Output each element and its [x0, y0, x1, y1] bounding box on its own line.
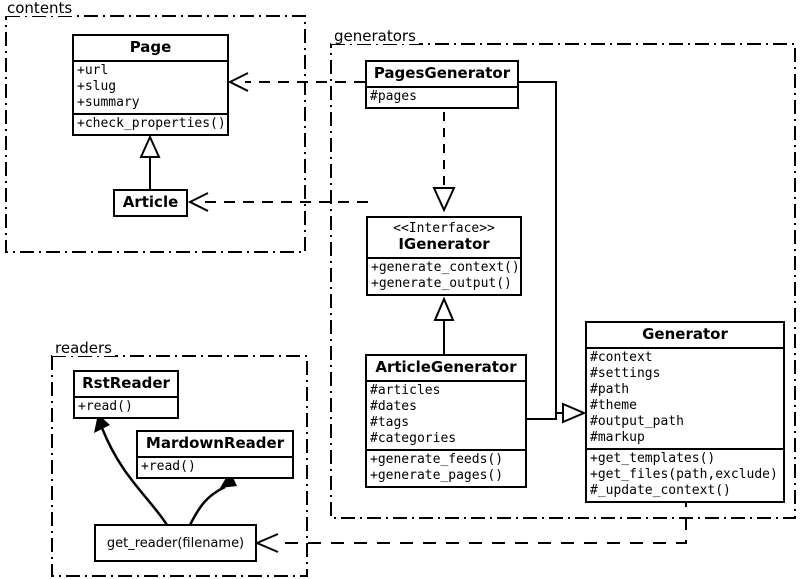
- attribute-row: #pages: [370, 89, 417, 104]
- class-name-page: Page: [129, 38, 172, 56]
- class-attributes-page: +url +slug +summary: [74, 60, 227, 113]
- method-row: +generate_context(): [371, 260, 520, 275]
- class-box-igenerator[interactable]: <<Interface>> IGenerator +generate_conte…: [366, 216, 522, 296]
- edge-articlegenerator-inherits-igenerator: [433, 296, 455, 355]
- class-box-pages-generator[interactable]: PagesGenerator #pages: [365, 60, 519, 109]
- method-row: +generate_feeds(): [370, 452, 504, 467]
- class-methods-article-generator: +generate_feeds() +generate_pages(): [367, 449, 525, 486]
- class-name-igenerator: <<Interface>> IGenerator: [368, 218, 520, 257]
- class-stereotype-igenerator: <<Interface>>: [393, 221, 495, 236]
- class-box-article-generator[interactable]: ArticleGenerator #articles #dates #tags …: [365, 354, 527, 488]
- method-row: +generate_output(): [371, 276, 512, 291]
- method-row: #_update_context(): [590, 483, 731, 498]
- method-row: +get_files(path,exclude): [590, 467, 778, 482]
- class-name-article-generator: ArticleGenerator: [375, 358, 517, 376]
- attribute-row: #output_path: [590, 414, 684, 429]
- class-name-text-igenerator: IGenerator: [398, 235, 490, 253]
- method-row: +get_templates(): [590, 451, 716, 466]
- attribute-row: #context: [590, 350, 653, 365]
- attribute-row: +slug: [77, 79, 117, 94]
- attribute-row: #articles: [370, 383, 441, 398]
- class-name-mardown-reader: MardownReader: [145, 434, 285, 452]
- class-name-rst-reader: RstReader: [82, 374, 170, 392]
- attribute-row: #settings: [590, 366, 661, 381]
- edge-articlegenerator-uses-article: [187, 192, 368, 212]
- attribute-row: +summary: [77, 95, 140, 110]
- class-methods-page: +check_properties(): [74, 113, 227, 134]
- class-methods-igenerator: +generate_context() +generate_output(): [368, 257, 520, 294]
- class-methods-mardown-reader: +read(): [138, 456, 292, 477]
- method-row: +read(): [141, 459, 196, 474]
- edge-article-inherits-page: [139, 134, 161, 190]
- class-box-generator[interactable]: Generator #context #settings #path #them…: [585, 321, 785, 503]
- attribute-row: #dates: [370, 399, 417, 414]
- class-attributes-article-generator: #articles #dates #tags #categories: [367, 380, 525, 449]
- attribute-row: +url: [77, 63, 109, 78]
- attribute-row: #tags: [370, 415, 410, 430]
- method-row: +check_properties(): [77, 116, 226, 131]
- class-box-page[interactable]: Page +url +slug +summary +check_properti…: [72, 34, 229, 136]
- function-name-get-reader: get_reader(filename): [106, 535, 245, 551]
- attribute-row: #markup: [590, 430, 645, 445]
- class-name-article: Article: [122, 193, 179, 211]
- package-label-generators: generators: [331, 29, 419, 44]
- class-name-pages-generator: PagesGenerator: [373, 64, 511, 82]
- method-row: +read(): [78, 399, 133, 414]
- package-label-readers: readers: [52, 341, 115, 356]
- class-attributes-generator: #context #settings #path #theme #output_…: [587, 347, 783, 448]
- class-name-generator: Generator: [642, 325, 728, 343]
- edge-articlegenerator-inherits-generator: [527, 413, 557, 420]
- edge-get-reader-returns-mardownreader: [188, 471, 237, 526]
- method-row: +generate_pages(): [370, 468, 504, 483]
- attribute-row: #categories: [370, 431, 457, 446]
- class-box-mardown-reader[interactable]: MardownReader +read(): [136, 430, 294, 479]
- attribute-row: #path: [590, 382, 630, 397]
- class-methods-generator: +get_templates() +get_files(path,exclude…: [587, 448, 783, 501]
- edge-pagesgenerator-uses-page: [227, 72, 365, 92]
- attribute-row: #theme: [590, 398, 637, 413]
- class-methods-rst-reader: +read(): [75, 396, 177, 417]
- class-attributes-pages-generator: #pages: [367, 86, 517, 107]
- edge-pagesgenerator-realizes-igenerator: [432, 112, 456, 213]
- function-box-get-reader[interactable]: get_reader(filename): [94, 524, 257, 562]
- class-box-article[interactable]: Article: [113, 189, 188, 217]
- class-box-rst-reader[interactable]: RstReader +read(): [73, 370, 179, 419]
- edge-pagesgenerator-inherits-generator: [519, 81, 587, 424]
- package-label-contents: contents: [4, 1, 76, 16]
